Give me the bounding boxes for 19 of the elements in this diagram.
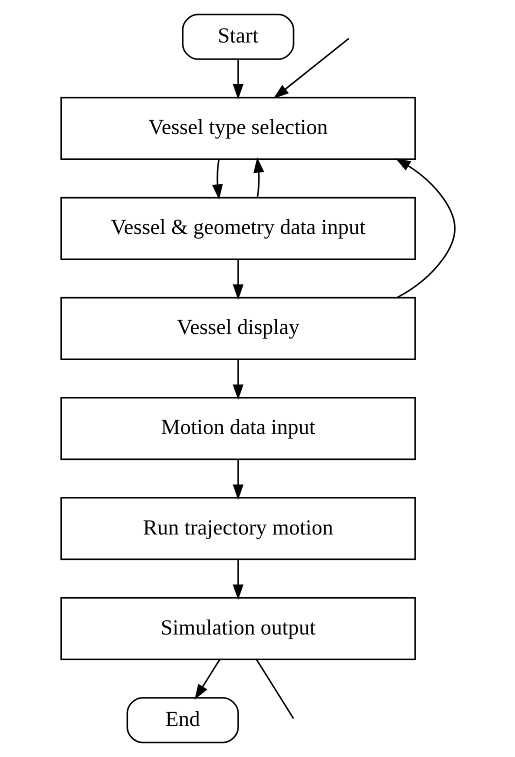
arrow — [232, 560, 244, 600]
arrow — [252, 157, 264, 198]
node-box: Simulation output — [60, 597, 416, 660]
arrow — [232, 260, 244, 300]
node-box: Run trajectory motion — [60, 497, 416, 560]
arrow — [272, 38, 349, 99]
node-box: Motion data input — [60, 396, 416, 460]
node-box: Vessel & geometry data input — [60, 196, 416, 260]
arrow — [232, 59, 244, 100]
arrow — [212, 159, 222, 200]
connector — [255, 659, 294, 719]
arrow — [232, 360, 244, 400]
arrow — [394, 158, 456, 298]
arrow — [194, 659, 220, 700]
node-box: Vessel type selection — [60, 96, 416, 160]
arrow — [232, 460, 244, 500]
node-box: Vessel display — [60, 296, 416, 360]
node-box: Start — [181, 14, 294, 60]
node-box: End — [126, 697, 238, 744]
